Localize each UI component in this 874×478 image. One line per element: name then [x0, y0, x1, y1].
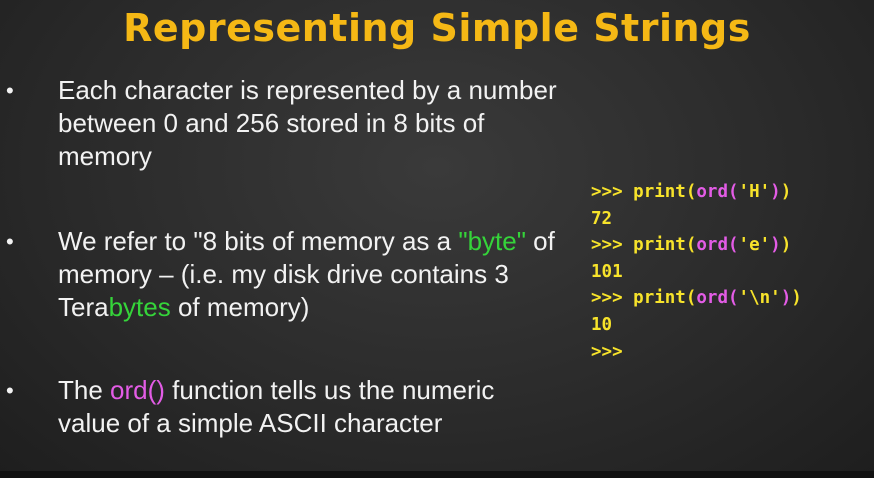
- code-output: 10: [591, 314, 613, 335]
- bullet-text-part: Each character is represented by a numbe…: [58, 75, 557, 171]
- bullet-dot: •: [6, 229, 14, 254]
- code-close-paren: ): [780, 235, 792, 256]
- bullet-text-part: of memory): [170, 292, 310, 322]
- code-output: 72: [591, 208, 613, 229]
- code-close-paren: ): [770, 182, 781, 202]
- bullet-text: Each character is represented by a numbe…: [58, 74, 558, 173]
- code-ord: ord(: [696, 182, 739, 202]
- python-console-code: >>> print(ord('H')) 72 >>> print(ord('e'…: [591, 179, 802, 365]
- video-bottom-bar: [0, 471, 874, 478]
- code-close-paren: ): [780, 182, 792, 202]
- code-line: >>> print(ord('\n')): [591, 285, 802, 312]
- code-print: print(: [633, 182, 697, 202]
- bullet-dot: •: [6, 378, 14, 403]
- highlight-byte: "byte": [458, 226, 526, 256]
- bullet-text-part: of memory – (i.e. my disk drive contains…: [58, 226, 555, 322]
- bullet-text-part: function tells us the numeric value of a…: [58, 375, 495, 438]
- code-close-paren: ): [791, 288, 802, 309]
- highlight-ord: ord(): [110, 375, 165, 405]
- code-prompt: >>>: [591, 182, 634, 202]
- code-line: >>> print(ord('H')): [591, 179, 802, 206]
- bullet-dot: •: [6, 78, 14, 103]
- bullet-text: The ord() function tells us the numeric …: [58, 374, 558, 440]
- code-output: 101: [591, 261, 623, 282]
- code-prompt: >>>: [591, 235, 634, 256]
- code-print: print(: [633, 288, 697, 309]
- code-ord: ord(: [696, 288, 739, 309]
- code-line: >>> print(ord('e')): [591, 232, 802, 259]
- slide-title: Representing Simple Strings: [123, 6, 751, 50]
- code-close-paren: ): [770, 235, 781, 256]
- code-close-paren: ): [780, 288, 792, 309]
- code-ord: ord(: [696, 235, 739, 256]
- code-print: print(: [633, 235, 697, 256]
- code-arg: 'e': [738, 235, 771, 256]
- code-arg: 'H': [738, 182, 771, 202]
- code-prompt: >>>: [591, 341, 623, 362]
- code-prompt: >>>: [591, 288, 634, 309]
- highlight-bytes: bytes: [108, 292, 171, 322]
- bullet-text: We refer to "8 bits of memory as a "byte…: [58, 225, 558, 324]
- bullet-text-part: We refer to "8 bits of memory as a: [58, 226, 459, 256]
- code-arg: '\n': [738, 288, 781, 309]
- bullet-text-part: The: [58, 375, 111, 405]
